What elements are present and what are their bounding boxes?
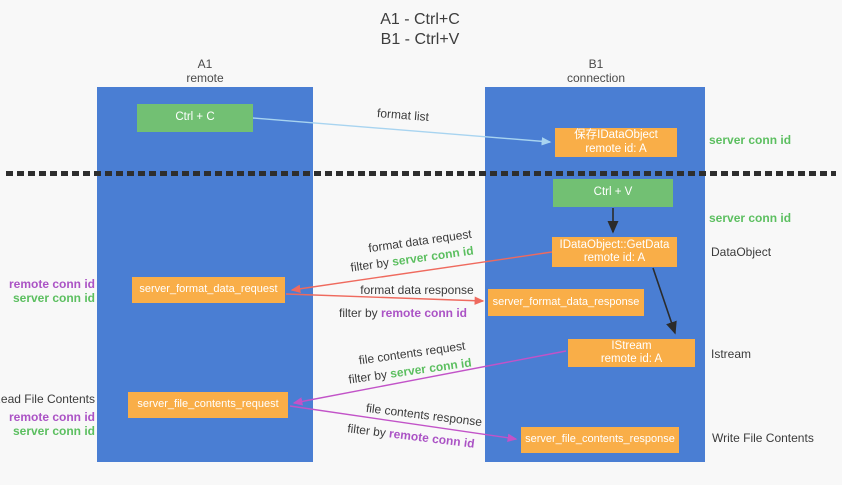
request-remote-conn-id-label: remote conn id [8,277,95,291]
server-file-contents-response-node: server_file_contents_response [521,427,679,453]
ctrl-v-label: Ctrl + V [593,186,633,199]
server-conn-id-top-label: server conn id [709,133,792,147]
column-b-name: B1 [588,57,604,71]
dataobject-label: DataObject [711,245,772,259]
column-a-subtitle: remote [186,71,224,85]
column-a-name: A1 [197,57,213,71]
request-conn-ids-label: remote conn id server conn id [8,277,95,305]
format-data-response-label: format data response [360,283,474,297]
title-line-1: A1 - Ctrl+C [380,11,460,28]
copy-paste-separator-line [6,171,836,176]
server-file-contents-request-label: server_file_contents_request [137,398,279,411]
request-server-conn-id-label: server conn id [12,290,95,305]
server-file-contents-response-label: server_file_contents_response [525,433,675,446]
file-remote-conn-id-label: remote conn id [8,410,95,424]
istream-line2: remote id: A [600,353,663,365]
server-format-data-request-label: server_format_data_request [139,283,278,296]
server-format-data-request-node: server_format_data_request [132,277,285,303]
getdata-line2: remote id: A [583,252,646,264]
file-server-conn-id-label: server conn id [12,423,95,438]
column-b-subtitle: connection [566,71,626,85]
filter-by-text: filter by [347,366,392,387]
title-line-2: B1 - Ctrl+V [380,31,460,48]
getdata-line1: IDataObject::GetData [559,238,670,251]
filter-by-text: filter by [346,421,391,441]
remote-conn-id-text: remote conn id [381,306,468,320]
column-b-header: B1 connection [567,57,625,85]
read-file-contents-label: Read File Contents [0,392,95,406]
column-a-header: A1 remote [186,57,223,85]
ctrl-c-label: Ctrl + C [175,111,215,124]
server-format-data-response-label: server_format_data_response [492,295,640,308]
diagram-title: A1 - Ctrl+C B1 - Ctrl+V [380,10,460,50]
getdata-node: IDataObject::GetData remote id: A [552,237,677,267]
istream-line1: IStream [611,339,652,352]
format-list-label: format list [376,105,430,125]
ctrl-v-node: Ctrl + V [553,179,673,207]
filter-by-text: filter by [338,306,381,320]
save-idataobject-node: 保存IDataObject remote id: A [555,128,677,157]
server-file-contents-request-node: server_file_contents_request [128,392,288,418]
filter-by-text: filter by [349,254,394,275]
filter-by-remote-conn-id-1-label: filter by remote conn id [339,306,467,320]
save-idataobject-line2: remote id: A [585,142,647,155]
file-conn-ids-label: remote conn id server conn id [8,410,95,438]
ctrl-c-node: Ctrl + C [137,104,253,132]
write-file-contents-label: Write File Contents [712,431,814,445]
remote-conn-id-text: remote conn id [388,426,476,451]
save-idataobject-line1: 保存IDataObject [574,129,658,141]
istream-side-label: Istream [711,347,752,361]
istream-node: IStream remote id: A [568,339,695,367]
server-conn-id-mid-label: server conn id [709,211,792,225]
server-format-data-response-node: server_format_data_response [488,289,644,316]
